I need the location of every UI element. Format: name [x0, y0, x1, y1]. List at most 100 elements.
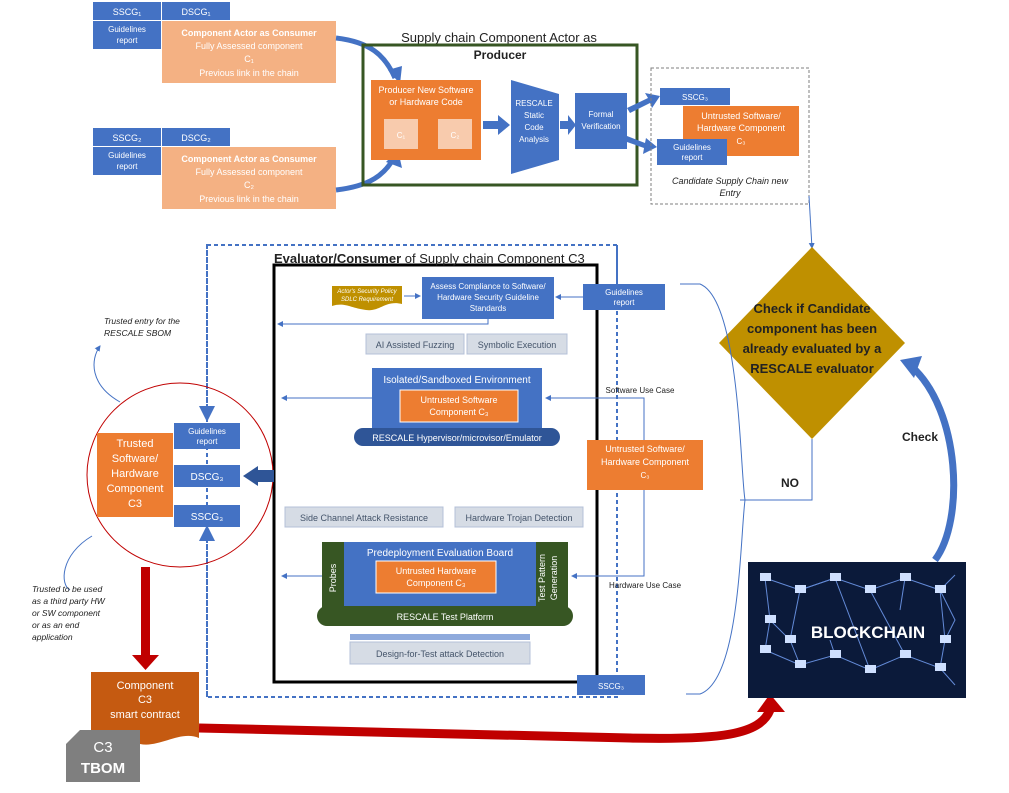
trusted-guidelines-l2: report [197, 437, 219, 446]
untrusted-right-l3: C₃ [640, 471, 649, 480]
side-channel-box [284, 506, 444, 528]
candidate-sscg-box [660, 88, 730, 105]
trusted-guidelines-l1: Guidelines [188, 427, 226, 436]
diamond-l4: RESCALE evaluator [750, 361, 874, 376]
producer-frame [361, 43, 639, 187]
candidate-sscg: SSCG₃ [682, 93, 708, 102]
formal-l2: Verification [581, 122, 620, 131]
trusted-l1: Trusted [117, 438, 154, 450]
producer-code-l2: or Hardware Code [389, 97, 463, 107]
trusted-l3: Hardware [111, 468, 159, 480]
ai-fuzzing-box [365, 333, 465, 355]
hypervisor-label: RESCALE Hypervisor/microvisor/Emulator [372, 433, 542, 443]
untrusted-right-l1: Untrusted Software/ [605, 444, 685, 454]
predeploy-label: Predeployment Evaluation Board [367, 548, 513, 559]
eval-guidelines-l2: report [614, 298, 636, 307]
trusted-l4: Component [107, 483, 164, 495]
candidate-caption-l2: Entry [719, 188, 741, 198]
tbom-shape [66, 730, 140, 782]
tbom-l1: C3 [93, 739, 112, 756]
trusted-sscg-box [174, 505, 240, 527]
evaluator-title: Evaluator/Consumer of Supply chain Compo… [274, 251, 585, 266]
consumer1-l2: Fully Assessed component [195, 41, 303, 51]
sbom-note-l2: RESCALE SBOM [104, 328, 172, 338]
policy-l2: SDLC Requirement [341, 297, 393, 303]
consumer2-l1: Component Actor as Consumer [181, 154, 317, 164]
policy-shape [332, 286, 402, 311]
sscg2-box [93, 128, 161, 146]
dft-box [349, 641, 531, 665]
assess-l2: Hardware Security Guideline [437, 293, 539, 302]
guidelines1-l2: report [117, 36, 139, 45]
smart-contract-l3: smart contract [110, 709, 180, 721]
smart-contract-l1: Component [117, 680, 174, 692]
producer-code-l1: Producer New Software [378, 85, 473, 95]
use-note-l5: application [32, 632, 73, 642]
untrusted-sw-l1: Untrusted Software [420, 395, 497, 405]
untrusted-hw-l1: Untrusted Hardware [396, 566, 477, 576]
dscg1-box [162, 2, 230, 20]
consumer2-box [162, 147, 336, 209]
trusted-l5: C3 [128, 498, 142, 510]
rescale-l2: Static [524, 111, 544, 120]
dscg1-label: DSCG₁ [181, 7, 210, 17]
trojan-box [454, 506, 584, 528]
isolated-label: Isolated/Sandboxed Environment [383, 375, 531, 386]
eval-sscg3-label: SSCG₃ [598, 682, 624, 691]
c2-chip [438, 119, 472, 149]
producer-title-bold: Producer [474, 48, 527, 62]
candidate-untrusted-l2: Hardware Component [697, 123, 786, 133]
diamond-l3: already evaluated by a [743, 341, 883, 356]
symbolic-box [466, 333, 568, 355]
software-use-case: Software Use Case [606, 386, 675, 395]
smart-contract-l2: C3 [138, 694, 152, 706]
trusted-l2: Software/ [112, 453, 159, 465]
guidelines2-box [93, 147, 161, 175]
formal-verification-box [575, 93, 627, 149]
arrow-to-smart-contract [132, 655, 159, 670]
policy-l1: Actor's Security Policy [336, 289, 397, 295]
sbom-note-l1: Trusted entry for the [104, 316, 180, 326]
rescale-static-shape [511, 80, 559, 174]
c1-chip [384, 119, 418, 149]
trojan-label: Hardware Trojan Detection [465, 513, 572, 523]
use-note-l3: or SW component [32, 608, 101, 618]
symbolic-label: Symbolic Execution [478, 340, 557, 350]
untrusted-hw-box [375, 560, 497, 594]
brace [680, 283, 746, 695]
consumer2-l4: Previous link in the chain [199, 194, 299, 204]
rescale-l4: Analysis [519, 135, 549, 144]
hypervisor-pill [354, 428, 560, 446]
consumer2-l3: C₂ [244, 180, 254, 190]
c1-label: C₁ [397, 131, 406, 140]
dscg2-box [162, 128, 230, 146]
arrow-to-blockchain [198, 707, 775, 743]
guidelines2-l1: Guidelines [108, 151, 146, 160]
candidate-frame [650, 67, 810, 205]
candidate-guidelines-l2: report [682, 153, 704, 162]
smart-contract-shape [91, 672, 199, 745]
use-note-l2: as a third party HW [32, 596, 106, 606]
trusted-box [97, 433, 173, 517]
trusted-guidelines-box [174, 423, 240, 449]
evaluator-title-rest: of Supply chain Component C3 [401, 251, 585, 266]
blockchain-label: BLOCKCHAIN [811, 623, 925, 642]
dft-label: Design-for-Test attack Detection [376, 649, 504, 659]
use-note-l4: or as an end [32, 620, 80, 630]
untrusted-hw-l2: Component C₃ [406, 578, 466, 588]
ai-fuzzing-label: AI Assisted Fuzzing [376, 340, 455, 350]
use-note-l1: Trusted to be used [32, 584, 103, 594]
check-arrow [909, 364, 958, 563]
dft-bar [350, 634, 530, 640]
test-platform-pill [317, 606, 573, 626]
no-label: NO [781, 476, 799, 490]
probes-bar [322, 542, 344, 614]
eval-guidelines-box [583, 284, 665, 310]
test-pattern-l2: Generation [549, 556, 559, 601]
untrusted-right-box [587, 440, 703, 490]
assess-l3: Standards [470, 304, 506, 313]
guidelines1-box [93, 21, 161, 49]
dscg2-label: DSCG₂ [181, 133, 211, 143]
candidate-untrusted-l1: Untrusted Software/ [701, 111, 781, 121]
